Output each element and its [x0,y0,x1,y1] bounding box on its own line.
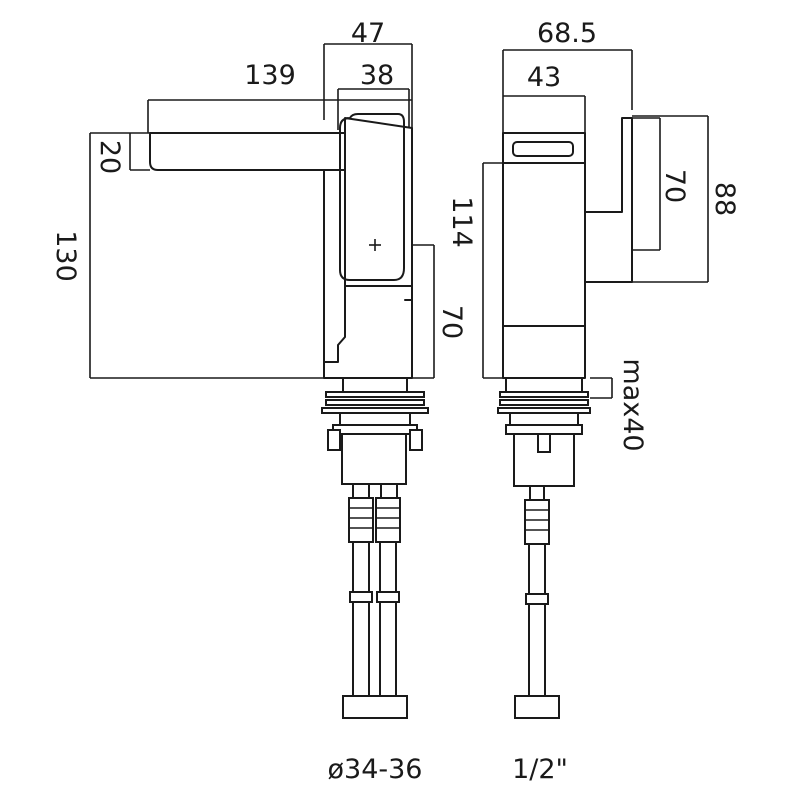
front-washers [321,391,429,426]
side-stud [537,433,551,453]
dim-20: 20 [94,140,125,174]
side-body [502,162,586,379]
front-dimensions [89,43,435,379]
side-nut-top [505,424,583,435]
front-collar [342,377,408,393]
dim-130: 130 [50,230,81,282]
front-lever [339,113,405,281]
side-top-recess [512,141,574,157]
front-body [323,117,413,379]
side-hose [524,485,550,697]
side-view [497,117,633,719]
dim-139: 139 [244,60,296,91]
dim-70-side: 70 [659,169,690,203]
side-lever [584,117,633,283]
front-hoses [348,483,401,697]
side-washers [497,391,591,426]
side-bottom-fitting [514,695,560,719]
plus-icon [369,239,381,251]
side-dimensions [482,49,709,399]
dim-43: 43 [527,62,561,93]
dim-68-5: 68.5 [537,18,597,49]
dim-47: 47 [351,18,385,49]
dim-max40: max40 [617,358,648,451]
dim-hole-diameter: ø34-36 [328,754,423,785]
dim-38: 38 [360,60,394,91]
front-bottom-fitting [342,695,408,719]
dim-70-front: 70 [436,305,467,339]
front-spout [149,132,346,171]
side-collar [505,377,583,393]
dim-88: 88 [709,182,740,216]
front-fixing-nut [327,424,423,485]
front-view [149,113,429,719]
dim-thread-size: 1/2" [512,754,568,785]
dim-114: 114 [446,196,477,248]
